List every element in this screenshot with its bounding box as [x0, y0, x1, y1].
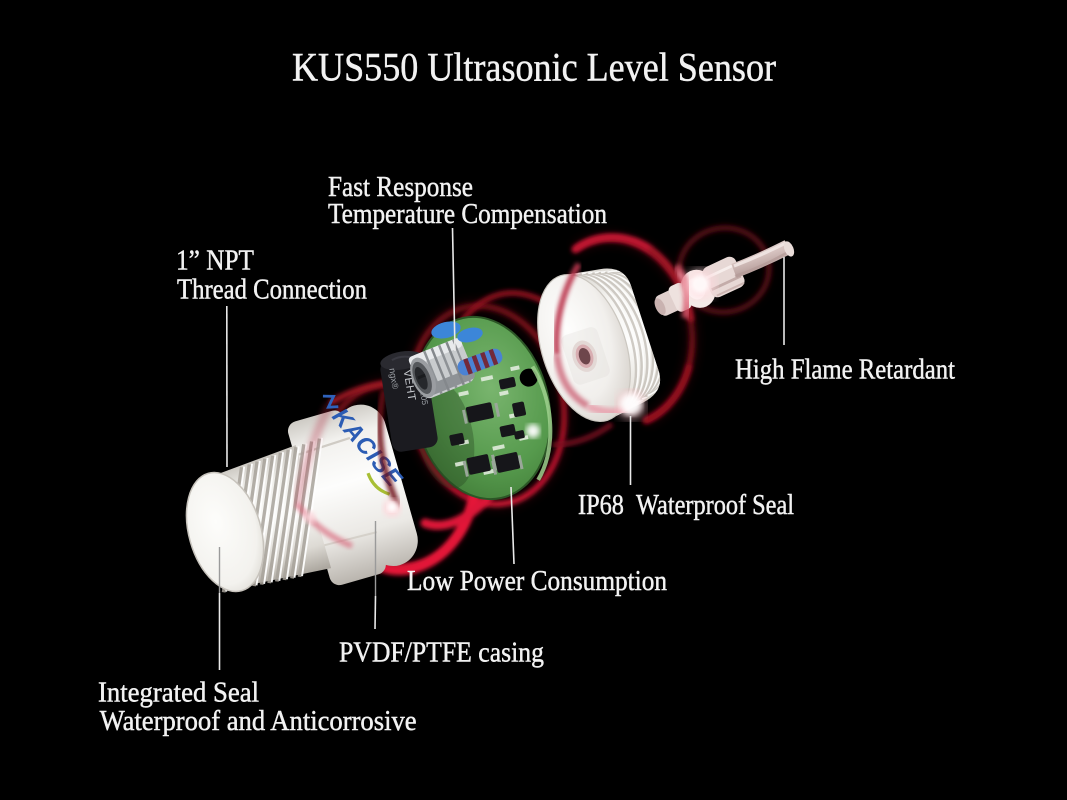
svg-text:1” NPT: 1” NPT: [176, 245, 254, 277]
svg-text:Fast Response: Fast Response: [328, 171, 473, 203]
svg-text:High Flame Retardant: High Flame Retardant: [735, 354, 955, 386]
svg-text:Waterproof and Anticorrosive: Waterproof and Anticorrosive: [100, 705, 417, 737]
svg-text:Integrated Seal: Integrated Seal: [98, 676, 259, 708]
svg-text:IP68 Waterproof Seal: IP68 Waterproof Seal: [578, 489, 794, 521]
svg-text:Temperature Compensation: Temperature Compensation: [328, 198, 607, 230]
svg-text:Thread Connection: Thread Connection: [177, 274, 367, 306]
svg-text:KUS550 Ultrasonic Level Sensor: KUS550 Ultrasonic Level Sensor: [292, 45, 776, 90]
svg-text:Low Power Consumption: Low Power Consumption: [407, 565, 667, 597]
svg-text:ngx®: ngx®: [387, 367, 400, 390]
svg-text:PVDF/PTFE casing: PVDF/PTFE casing: [339, 637, 544, 669]
